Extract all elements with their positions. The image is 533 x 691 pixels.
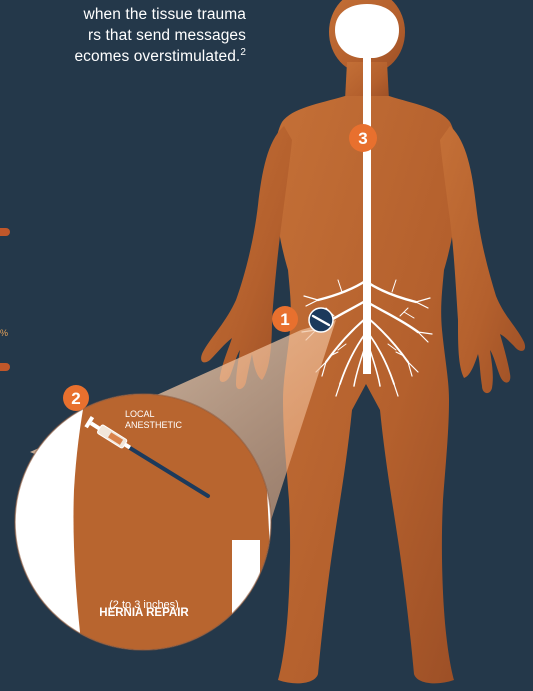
- syringe-label-line-2: ANESTHETIC: [125, 420, 183, 430]
- marker-3-number: 3: [358, 129, 367, 148]
- procedure-label: HERNIA REPAIR: [99, 607, 189, 619]
- marker-2-number: 2: [71, 389, 80, 408]
- syringe-label-line-1: LOCAL: [125, 409, 155, 419]
- marker-1-number: 1: [280, 310, 289, 329]
